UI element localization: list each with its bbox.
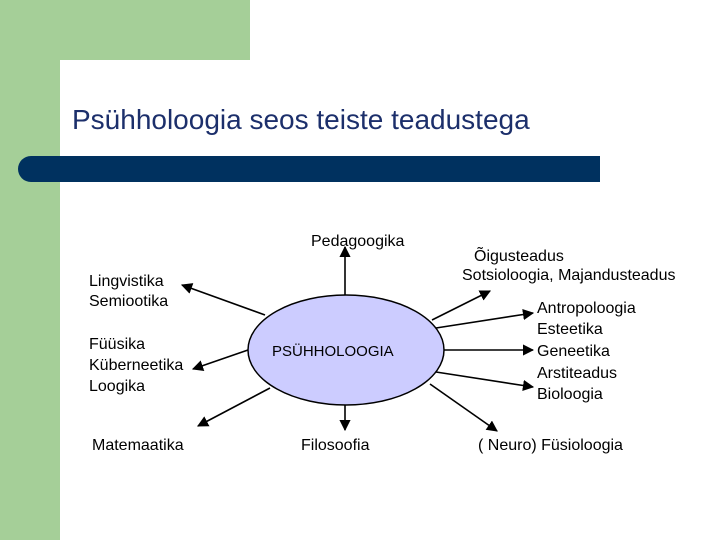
background-green-corner bbox=[0, 0, 250, 60]
center-node-label: PSÜHHOLOOGIA bbox=[272, 343, 394, 360]
background-green-band bbox=[0, 0, 60, 540]
node-lingvistika: Lingvistika bbox=[89, 273, 164, 290]
arrow-to-lingvistika bbox=[180, 283, 266, 316]
node-kyberneetika: Küberneetika bbox=[89, 357, 184, 374]
arrow-to-fyysika bbox=[191, 349, 249, 372]
slide-title: Psühholoogia seos teiste teadustega bbox=[72, 104, 530, 135]
node-semiootika: Semiootika bbox=[89, 293, 169, 310]
node-filosoofia: Filosoofia bbox=[301, 437, 370, 454]
node-bioloogia: Bioloogia bbox=[537, 386, 603, 403]
node-loogika: Loogika bbox=[89, 378, 146, 395]
node-pedagoogika: Pedagoogika bbox=[311, 233, 405, 250]
arrow-to-matemaatika bbox=[197, 387, 271, 427]
node-geneetika: Geneetika bbox=[537, 343, 610, 360]
arrow-to-fysioloogia bbox=[429, 383, 498, 432]
node-arstiteadus: Arstiteadus bbox=[537, 365, 618, 382]
node-fyysika: Füüsika bbox=[89, 336, 146, 353]
title-divider-bar bbox=[18, 156, 600, 182]
node-sotsioloogia: Sotsioloogia, Majandusteadus bbox=[462, 267, 676, 284]
center-node bbox=[247, 294, 445, 406]
arrow-antropoloogia-lower bbox=[435, 371, 535, 391]
node-esteetika: Esteetika bbox=[537, 321, 603, 338]
arrow-antropoloogia-upper bbox=[435, 309, 535, 329]
node-antropoloogia: Antropoloogia bbox=[537, 300, 636, 317]
node-oigusteadus: Õigusteadus bbox=[474, 248, 564, 265]
arrow-to-oigus bbox=[431, 290, 492, 321]
node-fysioloogia: ( Neuro) Füsioloogia bbox=[478, 437, 623, 454]
node-matemaatika: Matemaatika bbox=[92, 437, 184, 454]
